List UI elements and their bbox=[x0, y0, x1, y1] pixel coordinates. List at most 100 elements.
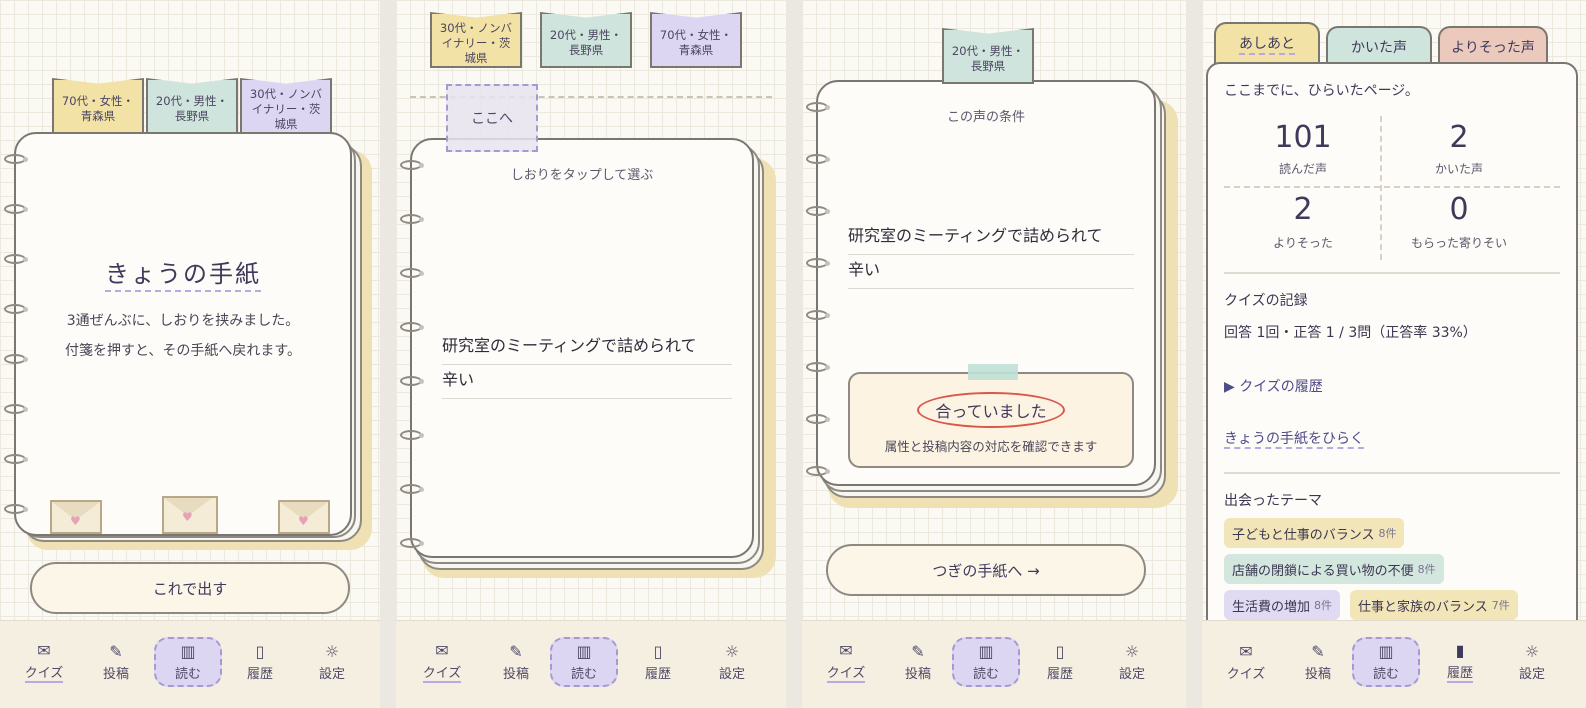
section-heading: ここまでに、ひらいたページ。 bbox=[1224, 83, 1419, 99]
nav-settings[interactable]: ☼設定 bbox=[318, 641, 345, 682]
sun-icon: ☼ bbox=[1124, 641, 1140, 661]
nav-history[interactable]: ▮履歴 bbox=[1446, 640, 1473, 683]
nav-settings[interactable]: ☼設定 bbox=[1118, 641, 1145, 682]
nav-history[interactable]: ▯履歴 bbox=[644, 641, 671, 682]
nav-history[interactable]: ▯履歴 bbox=[246, 641, 273, 682]
tag-label: 20代・男性・長野県 bbox=[549, 28, 623, 57]
book-icon: ▥ bbox=[978, 641, 994, 661]
pencil-icon: ✎ bbox=[109, 641, 123, 661]
hint-text: しおりをタップして選ぶ bbox=[510, 168, 654, 183]
panel-answer-result: この声の条件 研究室のミーティングで詰められて 辛い 合っていました 属性と投稿… bbox=[802, 0, 1186, 708]
nav-quiz[interactable]: ✉クイズ bbox=[422, 640, 462, 683]
tab-footprints[interactable]: あしあと bbox=[1214, 22, 1320, 66]
envelope-icon[interactable]: ♥ bbox=[162, 496, 218, 534]
nav-post[interactable]: ✎投稿 bbox=[102, 641, 129, 682]
nav-read[interactable]: ▥読む bbox=[550, 637, 618, 687]
bookmark-tag[interactable]: 20代・男性・長野県 bbox=[540, 12, 632, 68]
tag-label: 20代・男性・長野県 bbox=[951, 44, 1025, 73]
notebook: しおりをタップして選ぶ 研究室のミーティングで詰められて 辛い bbox=[396, 138, 786, 588]
bookmark-icon: ▯ bbox=[653, 641, 663, 661]
envelope-icon: ✉ bbox=[435, 640, 449, 660]
nav-quiz[interactable]: ✉クイズ bbox=[826, 640, 866, 683]
themes-title: 出会ったテーマ bbox=[1224, 493, 1322, 509]
quiz-record-summary: 回答 1回・正答 1 / 3問（正答率 33%） bbox=[1224, 325, 1477, 341]
letter-line-1: 研究室のミーティングで詰められて bbox=[848, 222, 1134, 255]
quiz-history-link[interactable]: ▶ クイズの履歴 bbox=[1224, 379, 1323, 395]
sun-icon: ☼ bbox=[1524, 641, 1540, 661]
notebook: きょうの手紙 3通ぜんぶに、しおりを挟みました。 付箋を押すと、その手紙へ戻れま… bbox=[0, 132, 380, 552]
nav-read[interactable]: ▥読む bbox=[952, 637, 1020, 687]
stat-label: もらった寄りそい bbox=[1410, 236, 1507, 250]
bookmark-tag[interactable]: 30代・ノンバイナリー・茨城県 bbox=[240, 78, 332, 134]
result-desc: 属性と投稿内容の対応を確認できます bbox=[884, 439, 1098, 454]
bottom-nav: ✉クイズ ✎投稿 ▥読む ▯履歴 ☼設定 bbox=[0, 620, 380, 708]
pencil-icon: ✎ bbox=[509, 641, 523, 661]
notebook-page: しおりをタップして選ぶ 研究室のミーティングで詰められて 辛い bbox=[410, 138, 754, 558]
condition-label: この声の条件 bbox=[946, 110, 1025, 125]
panel-today-letter: 70代・女性・青森県 20代・男性・長野県 30代・ノンバイナリー・茨城県 きょ… bbox=[0, 0, 380, 708]
nav-read[interactable]: ▥読む bbox=[154, 637, 222, 687]
stat-label: よりそった bbox=[1273, 236, 1333, 250]
book-icon: ▥ bbox=[180, 641, 196, 661]
tag-label: 70代・女性・青森県 bbox=[61, 94, 135, 123]
envelope-icon: ✉ bbox=[37, 640, 51, 660]
next-letter-button[interactable]: つぎの手紙へ → bbox=[826, 544, 1146, 596]
stat-value: 2 bbox=[1449, 120, 1469, 155]
book-icon: ▥ bbox=[1378, 641, 1394, 661]
nav-quiz[interactable]: ✉クイズ bbox=[1226, 641, 1266, 682]
nav-quiz[interactable]: ✉クイズ bbox=[24, 640, 64, 683]
drop-target-label: ここへ bbox=[471, 111, 513, 127]
open-today-letter-link[interactable]: きょうの手紙をひらく bbox=[1224, 431, 1364, 449]
stat-value: 101 bbox=[1274, 120, 1332, 155]
desc-line-2: 付箋を押すと、その手紙へ戻れます。 bbox=[64, 343, 302, 359]
nav-post[interactable]: ✎投稿 bbox=[502, 641, 529, 682]
tape-decoration bbox=[968, 364, 1018, 380]
envelope-icon: ✉ bbox=[839, 640, 853, 660]
sun-icon: ☼ bbox=[724, 641, 740, 661]
nav-post[interactable]: ✎投稿 bbox=[904, 641, 931, 682]
nav-post[interactable]: ✎投稿 bbox=[1304, 641, 1331, 682]
bookmark-icon: ▯ bbox=[255, 641, 265, 661]
drop-target[interactable]: ここへ bbox=[446, 84, 538, 152]
heart-icon: ♥ bbox=[298, 514, 309, 528]
bookmark-tag[interactable]: 20代・男性・長野県 bbox=[146, 78, 238, 134]
panel-choose-bookmark: 30代・ノンバイナリー・茨城県 20代・男性・長野県 70代・女性・青森県 しお… bbox=[396, 0, 786, 708]
result-card: 合っていました 属性と投稿内容の対応を確認できます bbox=[848, 364, 1134, 468]
panel-footprints: あしあと かいた声 よりそった声 ここまでに、ひらいたページ。 101 読んだ声… bbox=[1202, 0, 1586, 708]
footprints-card: ここまでに、ひらいたページ。 101 読んだ声 2 かいた声 2 よりそった 0… bbox=[1206, 62, 1578, 682]
stat-value: 0 bbox=[1449, 192, 1469, 227]
heart-icon: ♥ bbox=[70, 514, 81, 528]
bottom-nav: ✉クイズ ✎投稿 ▥読む ▯履歴 ☼設定 bbox=[396, 620, 786, 708]
envelope-icon[interactable]: ♥ bbox=[278, 500, 330, 534]
sun-icon: ☼ bbox=[324, 641, 340, 661]
tag-label: 30代・ノンバイナリー・茨城県 bbox=[439, 20, 513, 65]
letter-line-2: 辛い bbox=[442, 366, 732, 399]
nav-read[interactable]: ▥読む bbox=[1352, 637, 1420, 687]
stat-value: 2 bbox=[1293, 192, 1313, 227]
submit-button[interactable]: これで出す bbox=[30, 562, 350, 614]
notebook-page: この声の条件 研究室のミーティングで詰められて 辛い 合っていました 属性と投稿… bbox=[816, 80, 1156, 486]
notebook-page: きょうの手紙 3通ぜんぶに、しおりを挟みました。 付箋を押すと、その手紙へ戻れま… bbox=[14, 132, 352, 536]
page-title: きょうの手紙 bbox=[105, 260, 261, 292]
stat-label: 読んだ声 bbox=[1278, 162, 1327, 176]
tag-label: 30代・ノンバイナリー・茨城県 bbox=[249, 86, 323, 131]
bookmark-tag: 20代・男性・長野県 bbox=[942, 28, 1034, 84]
bookmark-tag[interactable]: 30代・ノンバイナリー・茨城県 bbox=[430, 12, 522, 68]
nav-history[interactable]: ▯履歴 bbox=[1046, 641, 1073, 682]
heart-icon: ♥ bbox=[182, 510, 193, 524]
bookmark-icon: ▮ bbox=[1455, 640, 1465, 660]
nav-settings[interactable]: ☼設定 bbox=[718, 641, 745, 682]
desc-line-1: 3通ぜんぶに、しおりを挟みました。 bbox=[66, 313, 300, 329]
envelope-icon: ✉ bbox=[1239, 641, 1253, 661]
stat-label: かいた声 bbox=[1434, 162, 1483, 176]
pencil-icon: ✎ bbox=[1311, 641, 1325, 661]
quiz-record-title: クイズの記録 bbox=[1224, 293, 1308, 309]
bookmark-tag[interactable]: 70代・女性・青森県 bbox=[52, 78, 144, 134]
nav-settings[interactable]: ☼設定 bbox=[1518, 641, 1545, 682]
bookmark-tag[interactable]: 70代・女性・青森県 bbox=[650, 12, 742, 68]
envelope-icon[interactable]: ♥ bbox=[50, 500, 102, 534]
